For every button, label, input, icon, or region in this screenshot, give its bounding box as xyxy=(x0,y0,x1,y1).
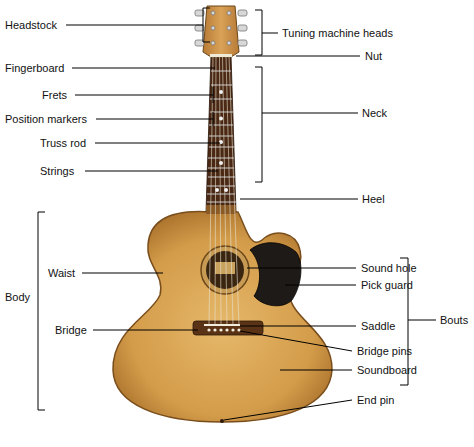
part-label: Nut xyxy=(365,50,382,63)
part-label: Soundboard xyxy=(357,364,417,377)
part-label: Position markers xyxy=(5,113,87,126)
saddle xyxy=(204,324,240,326)
leader-lines xyxy=(38,8,436,420)
part-label: Bridge pins xyxy=(357,345,412,358)
guitar-body xyxy=(113,212,332,422)
bridge-pins xyxy=(207,328,240,331)
headstock xyxy=(203,6,239,57)
part-label: Saddle xyxy=(361,320,395,333)
part-label: Heel xyxy=(362,193,385,206)
part-label: Waist xyxy=(48,267,75,280)
end-pin xyxy=(220,419,224,423)
position-markers xyxy=(215,90,228,192)
part-label: Body xyxy=(5,291,30,304)
part-label: Headstock xyxy=(5,19,57,32)
part-label: Frets xyxy=(42,89,67,102)
part-label: Neck xyxy=(362,107,387,120)
nut xyxy=(210,54,232,57)
part-label: Bridge xyxy=(55,324,87,337)
part-label: Tuning machine heads xyxy=(282,27,393,40)
sound-hole-rosette xyxy=(201,246,249,294)
part-label: Bouts xyxy=(440,314,468,327)
sound-hole xyxy=(206,251,244,289)
part-label: End pin xyxy=(357,394,394,407)
part-label: Fingerboard xyxy=(5,62,64,75)
strings xyxy=(209,56,239,325)
label-inside xyxy=(215,262,235,274)
part-label: Strings xyxy=(40,165,74,178)
part-label: Truss rod xyxy=(40,137,86,150)
pick-guard xyxy=(250,243,301,306)
fingerboard xyxy=(206,55,236,212)
part-label: Sound hole xyxy=(361,262,417,275)
part-label: Pick guard xyxy=(361,279,413,292)
